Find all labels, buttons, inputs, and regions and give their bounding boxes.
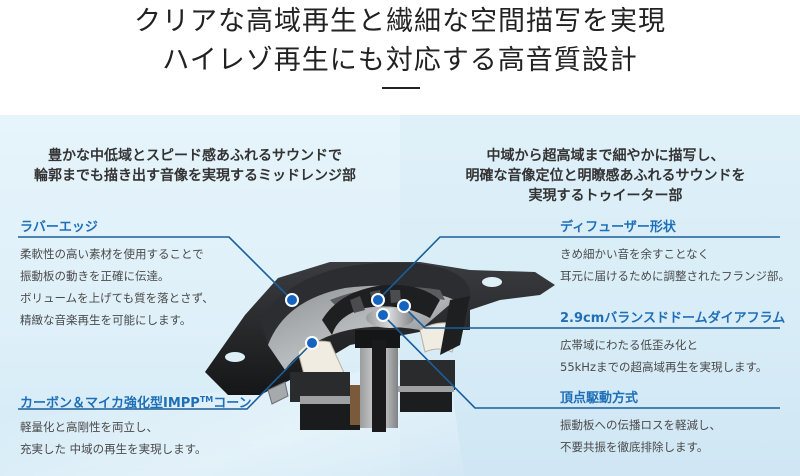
feature-title-rubber-edge: ラバーエッジ (20, 220, 98, 235)
desc-line: 不要共振を徹底排除します。 (560, 440, 709, 454)
callout-line-vertex (382, 314, 780, 409)
callout-line-cone (18, 342, 313, 410)
desc-line: 広帯域にわたる低歪み化と (560, 338, 698, 352)
desc-line: 柔軟性の高い素材を使用することで (20, 247, 204, 261)
tweeter-heading-line-1: 中域から超高域まで細やかに描写し、 (486, 148, 725, 164)
midrange-heading-line-1: 豊かな中低域とスピード感あふれるサウンドで (48, 148, 342, 164)
callout-dot-cone (305, 336, 319, 350)
heading-line-2: ハイレゾ再生にも対応する高音質設計 (162, 45, 638, 76)
feature-desc-dome: 広帯域にわたる低歪み化と 55kHzまでの超高域再生を実現します。 (560, 334, 767, 378)
heading-line-1: クリアな高域再生と繊細な空間描写を実現 (134, 6, 666, 37)
desc-line: 充実した 中域の再生を実現します。 (20, 442, 207, 456)
midrange-section-heading: 豊かな中低域とスピード感あふれるサウンドで 輪郭までも描き出す音像を実現するミッ… (0, 146, 390, 186)
feature-desc-rubber-edge: 柔軟性の高い素材を使用することで 振動板の動きを正確に伝達。 ボリュームを上げて… (20, 243, 214, 331)
callout-dot-rubber-edge (285, 293, 299, 307)
callout-dot-diffuser (371, 293, 385, 307)
feature-title-dome: 2.9cmバランスドドームダイアフラム (560, 311, 786, 326)
desc-line: 精緻な音楽再生を可能にします。 (20, 313, 192, 327)
trademark-symbol: TM (199, 395, 214, 404)
callout-dot-dome (397, 299, 411, 313)
tweeter-heading-line-3: 実現するトゥイーター部 (528, 188, 683, 204)
tweeter-heading-line-2: 明確な音像定位と明瞭感あふれるサウンドを (465, 168, 746, 184)
desc-line: ボリュームを上げても質を落とさず、 (20, 291, 214, 305)
feature-title-cone: カーボン＆マイカ強化型IMPPTMコーン (20, 392, 252, 412)
desc-line: 耳元に届けるために調整されたフランジ部。 (560, 269, 790, 283)
feature-desc-vertex-drive: 振動板への伝播ロスを軽減し、 不要共振を徹底排除します。 (560, 414, 721, 458)
callout-line-diffuser (377, 236, 780, 301)
feature-desc-diffuser: きめ細かい音を余すことなく 耳元に届けるために調整されたフランジ部。 (560, 243, 790, 287)
cone-title-suffix: コーン (213, 396, 252, 411)
desc-line: きめ細かい音を余すことなく (560, 247, 710, 261)
desc-line: 振動板への伝播ロスを軽減し、 (560, 418, 721, 432)
tweeter-section-heading: 中域から超高域まで細やかに描写し、 明確な音像定位と明瞭感あふれるサウンドを 実… (413, 146, 798, 206)
callout-line-rubber-edge (18, 236, 293, 301)
feature-title-vertex-drive: 頂点駆動方式 (560, 391, 639, 406)
desc-line: 振動板の動きを正確に伝達。 (20, 269, 170, 283)
callout-dot-vertex (376, 308, 390, 322)
midrange-heading-line-2: 輪郭までも描き出す音像を実現するミッドレンジ部 (34, 168, 356, 184)
feature-title-diffuser: ディフューザー形状 (560, 220, 676, 235)
cone-title-prefix: カーボン＆マイカ強化型IMPP (20, 396, 200, 411)
feature-desc-cone: 軽量化と高剛性を両立し、 充実した 中域の再生を実現します。 (20, 416, 207, 460)
desc-line: 55kHzまでの超高域再生を実現します。 (560, 360, 768, 374)
speaker-graphic (205, 262, 555, 432)
heading-divider (382, 87, 420, 89)
callout-line-dome (402, 305, 780, 329)
desc-line: 軽量化と高剛性を両立し、 (20, 420, 158, 434)
